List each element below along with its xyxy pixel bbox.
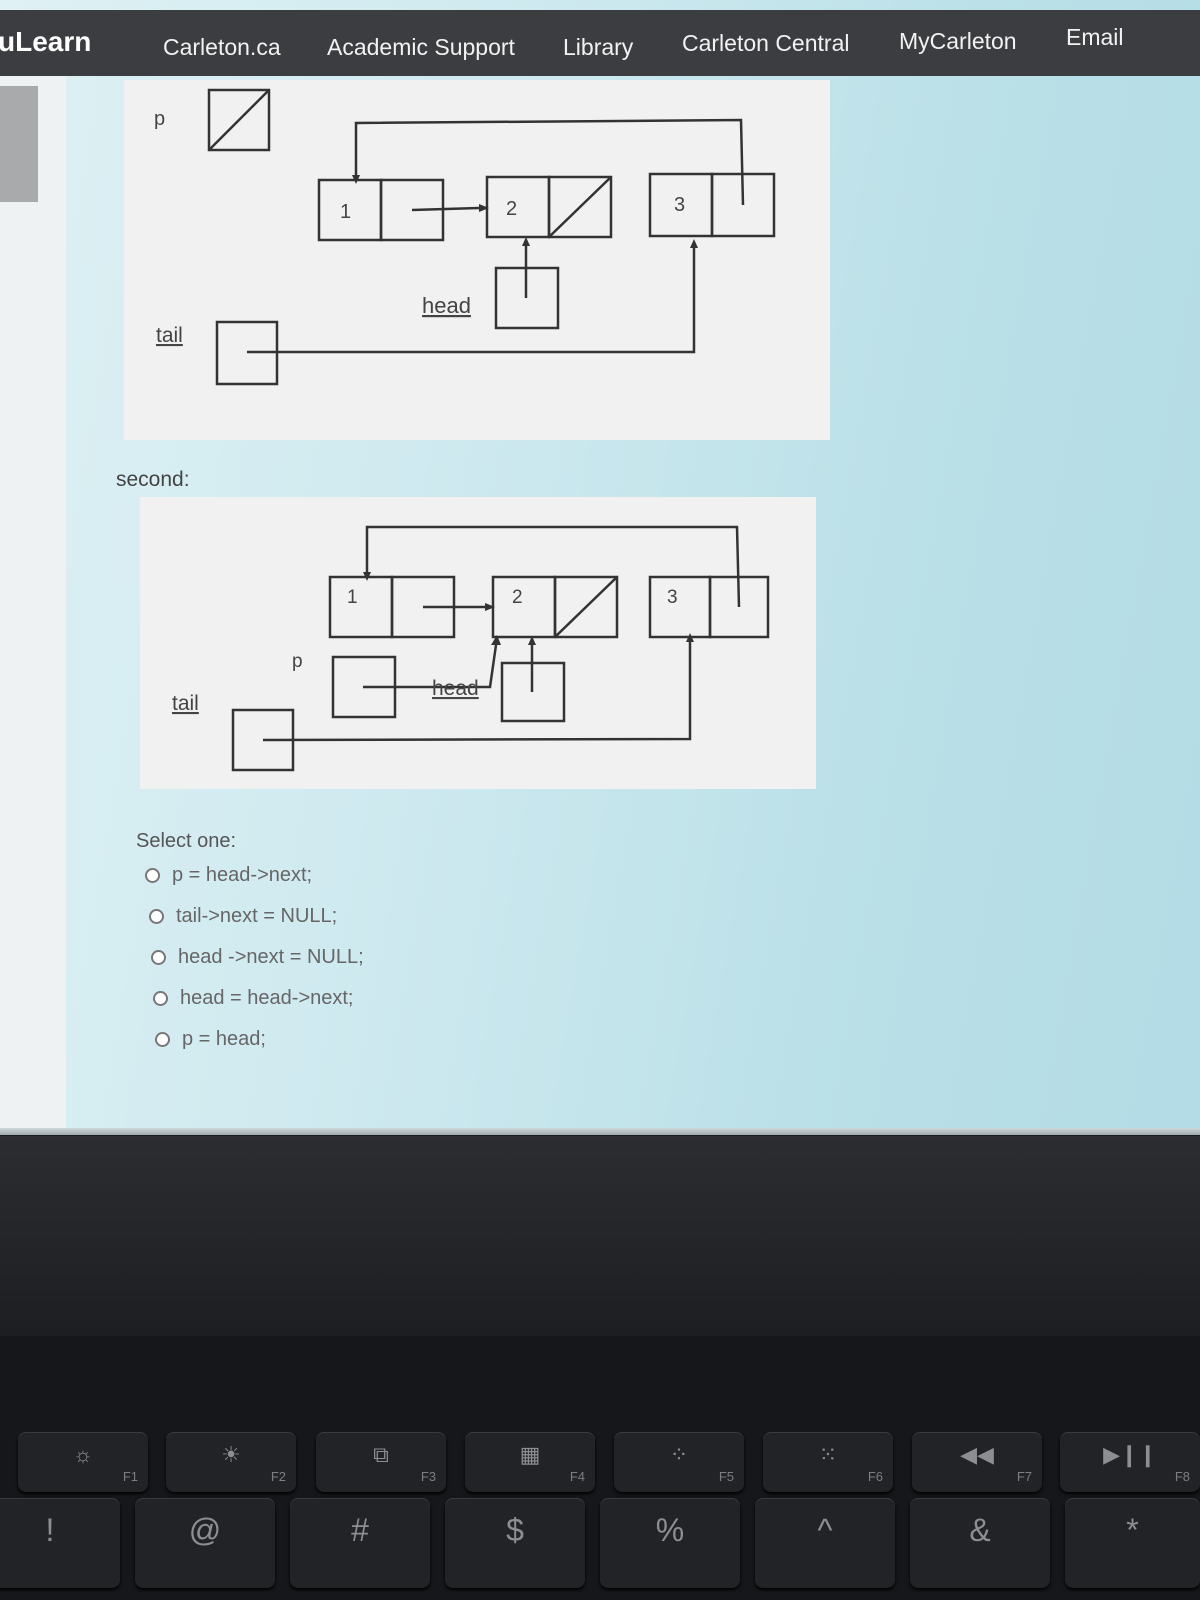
ulearn-logo[interactable]: uLearn [0,26,92,57]
node-2 [491,575,557,639]
key-f4[interactable]: ▦ F4 [465,1432,595,1492]
node-1 [328,575,394,639]
diagram-second-panel: 1 2 3 p head tail [140,497,816,789]
nav-link-library[interactable]: Library [563,34,634,60]
linked-list-diagram-first: p 1 2 3 head tail [154,88,776,386]
node-3-value: 3 [667,587,678,608]
tail-label: tail [156,324,183,347]
node-1-value: 1 [340,201,351,223]
p-label: p [154,108,165,130]
top-navigation-bar: uLearn Carleton.ca Academic Support Libr… [0,10,1200,76]
key-f2[interactable]: ☀ F2 [166,1432,296,1492]
nav-link-email[interactable]: Email [1066,24,1124,50]
key-exclamation[interactable]: ! [0,1498,120,1588]
sidebar-toggle[interactable] [0,86,38,202]
key-f7[interactable]: ◀◀ F7 [912,1432,1042,1492]
brightness-up-icon: ☀ [221,1442,241,1467]
key-ampersand[interactable]: & [910,1498,1050,1588]
option-4-text: head = head->next; [180,987,354,1009]
diagram-first-panel: p 1 2 3 head tail [124,80,830,440]
key-f6[interactable]: ⁙ F6 [763,1432,893,1492]
key-percent[interactable]: % [600,1498,740,1588]
radio-button[interactable] [151,950,166,965]
node-3 [648,575,712,639]
node-2-value: 2 [512,587,523,608]
radio-button[interactable] [155,1032,170,1047]
second-label: second: [116,468,190,491]
key-hash[interactable]: # [290,1498,430,1588]
key-f8[interactable]: ▶❙❙ F8 [1060,1432,1200,1492]
key-f5[interactable]: ⁘ F5 [614,1432,744,1492]
key-f1[interactable]: ☼ F1 [18,1432,148,1492]
head-label: head [432,677,479,700]
option-2[interactable]: tail->next = NULL; [149,905,337,928]
left-margin [0,76,66,1135]
linked-list-diagram-second: 1 2 3 p head tail [172,525,770,772]
browser-screen: uLearn Carleton.ca Academic Support Libr… [0,0,1200,1135]
node-3-value: 3 [674,194,685,216]
tail-label: tail [172,692,199,715]
node-1-value: 1 [347,587,358,608]
key-f3[interactable]: ⧉ F3 [316,1432,446,1492]
key-asterisk[interactable]: * [1065,1498,1200,1588]
key-dollar[interactable]: $ [445,1498,585,1588]
p-label: p [292,651,303,672]
key-caret[interactable]: ^ [755,1498,895,1588]
keyboard-light-down-icon: ⁘ [669,1442,689,1467]
option-1-text: p = head->next; [172,864,313,886]
nav-link-carleton-central[interactable]: Carleton Central [682,30,850,56]
laptop-bezel [0,1136,1200,1336]
rewind-icon: ◀◀ [960,1442,994,1467]
option-3[interactable]: head ->next = NULL; [151,946,364,969]
option-2-text: tail->next = NULL; [176,905,338,927]
key-at[interactable]: @ [135,1498,275,1588]
p-pointer-box [207,88,271,152]
launchpad-icon: ▦ [519,1442,541,1467]
laptop-keyboard: ☼ F1 ☀ F2 ⧉ F3 ▦ F4 ⁘ F5 ⁙ F6 ◀◀ F7 ▶❙❙ … [0,1336,1200,1600]
play-pause-icon: ▶❙❙ [1103,1442,1157,1467]
nav-link-carleton[interactable]: Carleton.ca [163,34,281,60]
option-1[interactable]: p = head->next; [145,864,312,887]
node-2-value: 2 [506,198,517,220]
option-5-text: p = head; [182,1028,266,1050]
keyboard-light-up-icon: ⁙ [818,1442,838,1467]
screen-edge [0,1128,1200,1135]
node-2 [485,175,551,239]
brightness-down-icon: ☼ [72,1442,94,1467]
select-one-label: Select one: [136,830,237,852]
radio-button[interactable] [149,909,164,924]
head-label: head [422,293,471,318]
nav-link-academic-support[interactable]: Academic Support [327,34,515,60]
option-4[interactable]: head = head->next; [153,987,353,1010]
option-5[interactable]: p = head; [155,1028,266,1051]
option-3-text: head ->next = NULL; [178,946,364,968]
radio-button[interactable] [145,868,160,883]
nav-link-mycarleton[interactable]: MyCarleton [899,28,1017,54]
radio-button[interactable] [153,991,168,1006]
mission-control-icon: ⧉ [373,1442,389,1467]
